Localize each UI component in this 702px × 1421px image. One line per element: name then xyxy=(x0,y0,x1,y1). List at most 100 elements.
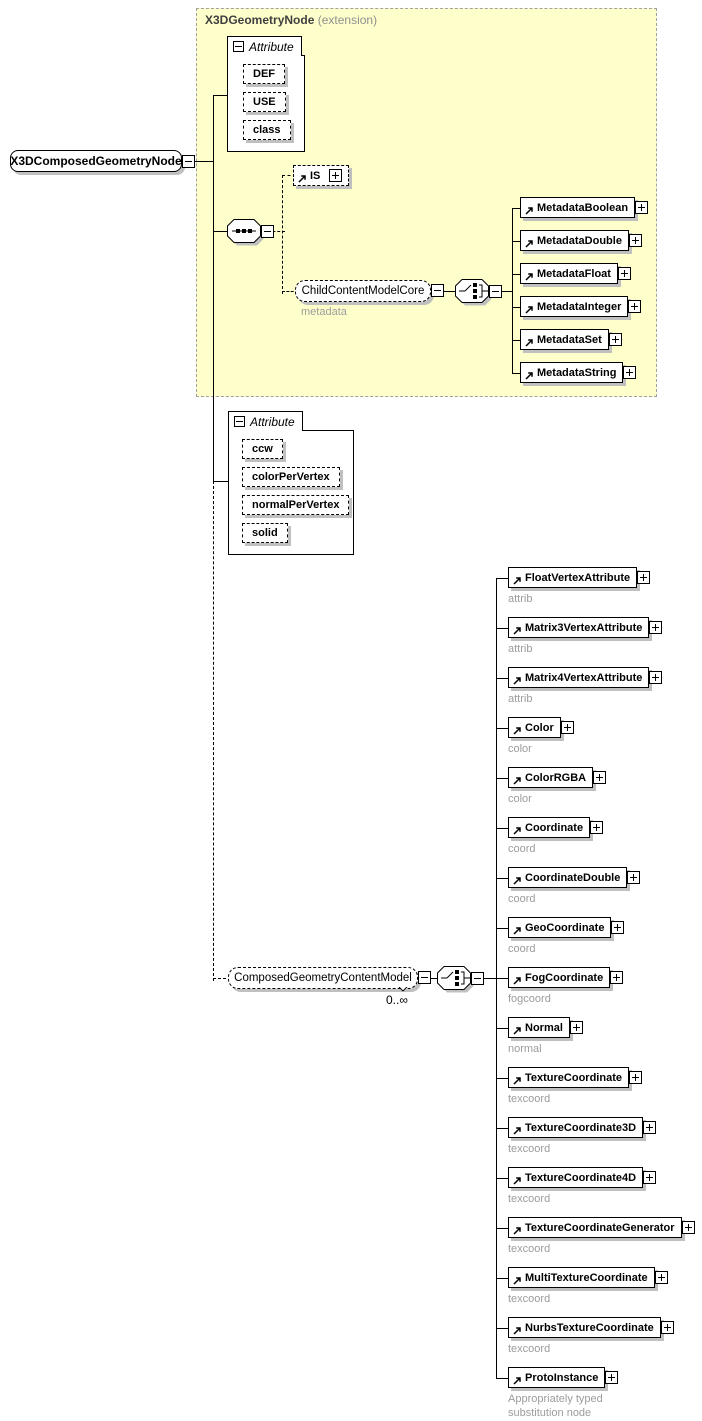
collapse-icon[interactable] xyxy=(233,41,244,52)
element-ref-icon xyxy=(513,1326,522,1335)
element-node[interactable]: MetadataFloat xyxy=(520,263,631,284)
expand-icon[interactable] xyxy=(611,921,625,934)
connector-line xyxy=(496,1378,508,1379)
element-node[interactable]: MetadataInteger xyxy=(520,296,642,317)
expand-icon[interactable] xyxy=(637,571,651,584)
expand-icon[interactable] xyxy=(628,1071,642,1084)
element-node[interactable]: Coordinate xyxy=(508,817,604,838)
attribute-node[interactable]: USE xyxy=(243,92,286,112)
element-node[interactable]: TextureCoordinateGenerator xyxy=(508,1217,695,1238)
element-label: Matrix4VertexAttribute xyxy=(525,671,643,684)
expand-icon[interactable] xyxy=(605,1371,619,1384)
element-node[interactable]: MetadataDouble xyxy=(520,230,642,251)
is-element-node[interactable]: IS xyxy=(293,165,350,186)
element-node[interactable]: ColorRGBA xyxy=(508,767,607,788)
expand-icon[interactable] xyxy=(590,821,604,834)
attribute-group-title: Attribute xyxy=(250,414,295,429)
element-node[interactable]: FogCoordinate xyxy=(508,967,624,988)
attribute-group-tab[interactable]: Attribute xyxy=(228,411,303,431)
element-node[interactable]: Color xyxy=(508,717,574,738)
element-node[interactable]: TextureCoordinate3D xyxy=(508,1117,657,1138)
attribute-node[interactable]: ccw xyxy=(242,439,283,459)
attribute-label: solid xyxy=(252,527,278,539)
expand-icon[interactable] xyxy=(643,1121,657,1134)
composed-geometry-content-model-node[interactable]: ComposedGeometryContentModel xyxy=(228,967,431,989)
collapse-icon[interactable] xyxy=(418,971,431,984)
element-annotation: texcoord xyxy=(508,1343,551,1355)
element-ref-icon xyxy=(513,826,522,835)
expand-icon[interactable] xyxy=(569,1021,583,1034)
element-label: Normal xyxy=(525,1021,563,1034)
element-ref-icon xyxy=(513,1126,522,1135)
element-ref-icon xyxy=(513,576,522,585)
child-content-model-node[interactable]: ChildContentModelCore xyxy=(295,280,444,302)
element-node[interactable]: TextureCoordinate xyxy=(508,1067,642,1088)
element-node[interactable]: ProtoInstance xyxy=(508,1367,619,1388)
attribute-node[interactable]: DEF xyxy=(243,64,285,84)
expand-icon[interactable] xyxy=(654,1271,668,1284)
expand-icon[interactable] xyxy=(628,234,642,247)
attribute-node[interactable]: colorPerVertex xyxy=(242,467,340,487)
element-label: ProtoInstance xyxy=(525,1371,599,1384)
element-node[interactable]: CoordinateDouble xyxy=(508,867,641,888)
element-node[interactable]: MetadataBoolean xyxy=(520,197,649,218)
expand-icon[interactable] xyxy=(610,971,624,984)
expand-icon[interactable] xyxy=(649,621,663,634)
attribute-node[interactable]: solid xyxy=(242,523,288,543)
expand-icon[interactable] xyxy=(649,671,663,684)
group-label: ChildContentModelCore xyxy=(301,285,425,297)
element-node[interactable]: MetadataString xyxy=(520,362,637,383)
element-annotation: Appropriately typed substitution node xyxy=(508,1393,603,1419)
attribute-node[interactable]: normalPerVertex xyxy=(242,495,350,515)
expand-icon[interactable] xyxy=(681,1221,695,1234)
expand-icon[interactable] xyxy=(643,1171,657,1184)
expand-icon[interactable] xyxy=(628,300,642,313)
expand-icon[interactable] xyxy=(627,871,641,884)
expand-icon[interactable] xyxy=(617,267,631,280)
element-node[interactable]: MultiTextureCoordinate xyxy=(508,1267,668,1288)
element-node[interactable]: Matrix3VertexAttribute xyxy=(508,617,663,638)
connector-line xyxy=(512,208,513,373)
element-ref-icon xyxy=(513,926,522,935)
expand-icon[interactable] xyxy=(560,721,574,734)
choice-icon xyxy=(455,279,492,306)
expand-icon[interactable] xyxy=(329,169,343,182)
multiplicity-label: 0..∞ xyxy=(386,993,408,1007)
connector-line xyxy=(496,1228,508,1229)
element-node[interactable]: Matrix4VertexAttribute xyxy=(508,667,663,688)
element-label: TextureCoordinateGenerator xyxy=(525,1221,675,1234)
collapse-icon[interactable] xyxy=(261,225,274,238)
collapse-icon[interactable] xyxy=(489,285,502,298)
collapse-icon[interactable] xyxy=(234,416,245,427)
element-node[interactable]: GeoCoordinate xyxy=(508,917,625,938)
root-element-label: X3DComposedGeometryNode xyxy=(10,154,182,168)
expand-icon[interactable] xyxy=(635,201,649,214)
element-ref-icon xyxy=(525,272,534,281)
element-annotation: coord xyxy=(508,893,536,905)
element-node[interactable]: NurbsTextureCoordinate xyxy=(508,1317,674,1338)
element-ref-icon xyxy=(513,1376,522,1385)
attribute-label: USE xyxy=(253,96,276,108)
element-label: TextureCoordinate4D xyxy=(525,1171,637,1184)
expand-icon[interactable] xyxy=(593,771,607,784)
element-node[interactable]: Normal xyxy=(508,1017,583,1038)
element-ref-icon xyxy=(513,1276,522,1285)
element-node[interactable]: MetadataSet xyxy=(520,329,622,350)
collapse-icon[interactable] xyxy=(182,155,195,168)
element-node[interactable]: TextureCoordinate4D xyxy=(508,1167,657,1188)
connector-line xyxy=(213,95,214,481)
expand-icon[interactable] xyxy=(608,333,622,346)
attribute-node[interactable]: class xyxy=(243,120,291,140)
attribute-group-tab[interactable]: Attribute xyxy=(227,36,302,56)
collapse-icon[interactable] xyxy=(431,284,444,297)
root-element-node[interactable]: X3DComposedGeometryNode xyxy=(10,150,195,172)
collapse-icon[interactable] xyxy=(471,972,484,985)
element-node[interactable]: FloatVertexAttribute xyxy=(508,567,651,588)
expand-icon[interactable] xyxy=(623,366,637,379)
element-ref-icon xyxy=(525,338,534,347)
sequence-icon xyxy=(227,219,264,246)
extension-frame-title: X3DGeometryNode (extension) xyxy=(205,13,377,27)
expand-icon[interactable] xyxy=(660,1321,674,1334)
connector-line xyxy=(512,208,520,209)
element-label: CoordinateDouble xyxy=(525,871,621,884)
